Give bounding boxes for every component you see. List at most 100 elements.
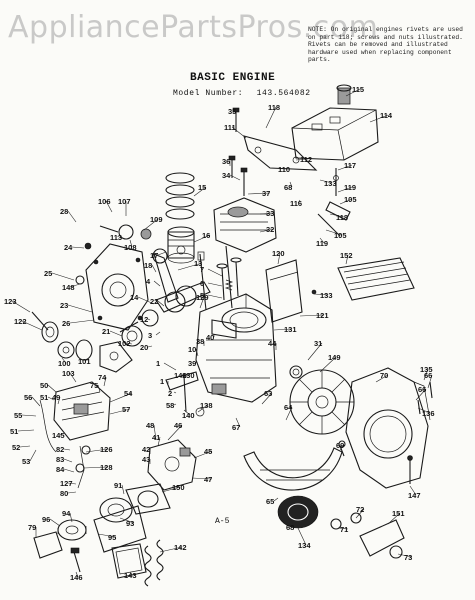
part-callout-33[interactable]: 33 <box>266 209 274 218</box>
part-callout-126[interactable]: 126 <box>100 445 113 454</box>
part-callout-75[interactable]: 75 <box>90 381 98 390</box>
part-callout-47[interactable]: 47 <box>204 475 212 484</box>
part-callout-17[interactable]: 17 <box>150 251 158 260</box>
part-callout-49[interactable]: 49 <box>52 393 60 402</box>
part-callout-121[interactable]: 121 <box>316 311 329 320</box>
part-callout-74[interactable]: 74 <box>98 373 107 382</box>
part-callout-6[interactable]: 6 <box>200 279 204 288</box>
part-callout-133[interactable]: 133 <box>324 179 337 188</box>
part-callout-145[interactable]: 145 <box>52 431 65 440</box>
part-callout-120[interactable]: 120 <box>272 249 285 258</box>
part-callout-34[interactable]: 34 <box>222 171 231 180</box>
part-callout-46[interactable]: 46 <box>174 421 182 430</box>
part-callout-91[interactable]: 91 <box>114 481 122 490</box>
part-callout-12[interactable]: 12 <box>140 315 148 324</box>
part-callout-105[interactable]: 105 <box>334 231 347 240</box>
part-callout-127[interactable]: 127 <box>60 479 73 488</box>
part-callout-95[interactable]: 95 <box>108 533 116 542</box>
part-callout-69[interactable]: 69 <box>336 441 344 450</box>
part-callout-135[interactable]: 135 <box>420 365 433 374</box>
part-callout-41[interactable]: 41 <box>152 433 160 442</box>
blower-housing-screws[interactable] <box>407 381 433 484</box>
part-callout-128[interactable]: 128 <box>100 463 113 472</box>
part-callout-84[interactable]: 84 <box>56 465 65 474</box>
bearing-parts[interactable] <box>57 339 93 361</box>
part-callout-64[interactable]: 64 <box>284 403 293 412</box>
part-callout-94[interactable]: 94 <box>62 509 71 518</box>
part-callout-45[interactable]: 45 <box>204 447 212 456</box>
part-callout-148[interactable]: 148 <box>62 283 75 292</box>
part-callout-105[interactable]: 105 <box>344 195 357 204</box>
part-callout-38[interactable]: 38 <box>196 337 204 346</box>
part-callout-36[interactable]: 36 <box>222 157 230 166</box>
part-callout-111[interactable]: 111 <box>224 123 236 132</box>
part-callout-21[interactable]: 21 <box>102 327 110 336</box>
blower-housing-part[interactable] <box>345 367 431 489</box>
part-callout-115[interactable]: 115 <box>352 85 364 94</box>
starter-dog-parts[interactable] <box>338 440 346 457</box>
part-callout-119[interactable]: 119 <box>344 183 356 192</box>
part-callout-55[interactable]: 55 <box>14 411 22 420</box>
part-callout-102[interactable]: 102 <box>118 339 131 348</box>
part-callout-146[interactable]: 146 <box>174 371 187 380</box>
part-callout-35[interactable]: 35 <box>228 107 236 116</box>
part-callout-7[interactable]: 7 <box>200 265 204 274</box>
part-callout-113[interactable]: 113 <box>110 233 122 242</box>
part-callout-54[interactable]: 54 <box>124 389 133 398</box>
part-callout-22[interactable]: 22 <box>150 297 158 306</box>
starter-cup-part[interactable] <box>243 447 343 491</box>
part-callout-142[interactable]: 142 <box>174 543 187 552</box>
part-callout-57[interactable]: 57 <box>122 405 130 414</box>
part-callout-96[interactable]: 96 <box>42 515 50 524</box>
part-callout-37[interactable]: 37 <box>262 189 270 198</box>
part-callout-10[interactable]: 10 <box>188 345 196 354</box>
part-callout-143[interactable]: 143 <box>124 571 137 580</box>
air-filter-element[interactable] <box>337 257 415 301</box>
piston-rings-part[interactable] <box>165 172 195 220</box>
part-callout-63[interactable]: 63 <box>264 389 272 398</box>
part-callout-134[interactable]: 134 <box>298 541 311 550</box>
part-callout-72[interactable]: 72 <box>356 505 364 514</box>
part-callout-67[interactable]: 67 <box>232 423 240 432</box>
part-callout-28[interactable]: 28 <box>60 207 68 216</box>
part-callout-51[interactable]: 51 <box>10 427 18 436</box>
part-callout-100[interactable]: 100 <box>58 359 71 368</box>
part-callout-106[interactable]: 106 <box>98 197 111 206</box>
part-callout-151[interactable]: 151 <box>392 509 405 518</box>
part-callout-42[interactable]: 42 <box>142 445 150 454</box>
part-callout-107[interactable]: 107 <box>118 197 131 206</box>
rope-guide-parts[interactable] <box>330 512 405 559</box>
part-callout-1[interactable]: 1 <box>156 359 160 368</box>
part-callout-51[interactable]: 51 <box>40 393 48 402</box>
part-callout-40[interactable]: 40 <box>206 333 214 342</box>
part-callout-1[interactable]: 1 <box>160 377 164 386</box>
part-callout-83[interactable]: 83 <box>56 455 64 464</box>
breather-plate-part[interactable] <box>265 259 317 323</box>
part-callout-149[interactable]: 149 <box>328 353 341 362</box>
part-callout-109[interactable]: 109 <box>150 215 163 224</box>
part-callout-66[interactable]: 66 <box>424 371 432 380</box>
part-callout-39[interactable]: 39 <box>188 359 196 368</box>
part-callout-112[interactable]: 112 <box>300 155 312 164</box>
recoil-starter-part[interactable] <box>93 497 147 553</box>
part-callout-2[interactable]: 2 <box>168 389 172 398</box>
part-callout-56[interactable]: 56 <box>24 393 32 402</box>
part-callout-71[interactable]: 71 <box>340 525 348 534</box>
part-callout-116[interactable]: 116 <box>290 199 302 208</box>
piston-part[interactable] <box>167 226 195 264</box>
part-callout-130[interactable]: 130 <box>182 371 195 380</box>
oil-seal-part[interactable] <box>31 311 59 343</box>
part-callout-44[interactable]: 44 <box>268 339 277 348</box>
governor-lever-part[interactable] <box>165 371 205 417</box>
part-callout-68[interactable]: 68 <box>286 523 294 532</box>
part-callout-133[interactable]: 133 <box>320 291 333 300</box>
part-callout-93[interactable]: 93 <box>126 519 134 528</box>
governor-link-parts[interactable] <box>317 168 351 237</box>
part-callout-136[interactable]: 136 <box>422 409 435 418</box>
flywheel-nut-part[interactable] <box>289 365 303 379</box>
spark-plug-part[interactable] <box>70 547 81 573</box>
part-callout-147[interactable]: 147 <box>408 491 421 500</box>
part-callout-119[interactable]: 119 <box>316 239 328 248</box>
pulley-part[interactable] <box>57 519 87 541</box>
cover-plate-part[interactable] <box>33 531 63 559</box>
